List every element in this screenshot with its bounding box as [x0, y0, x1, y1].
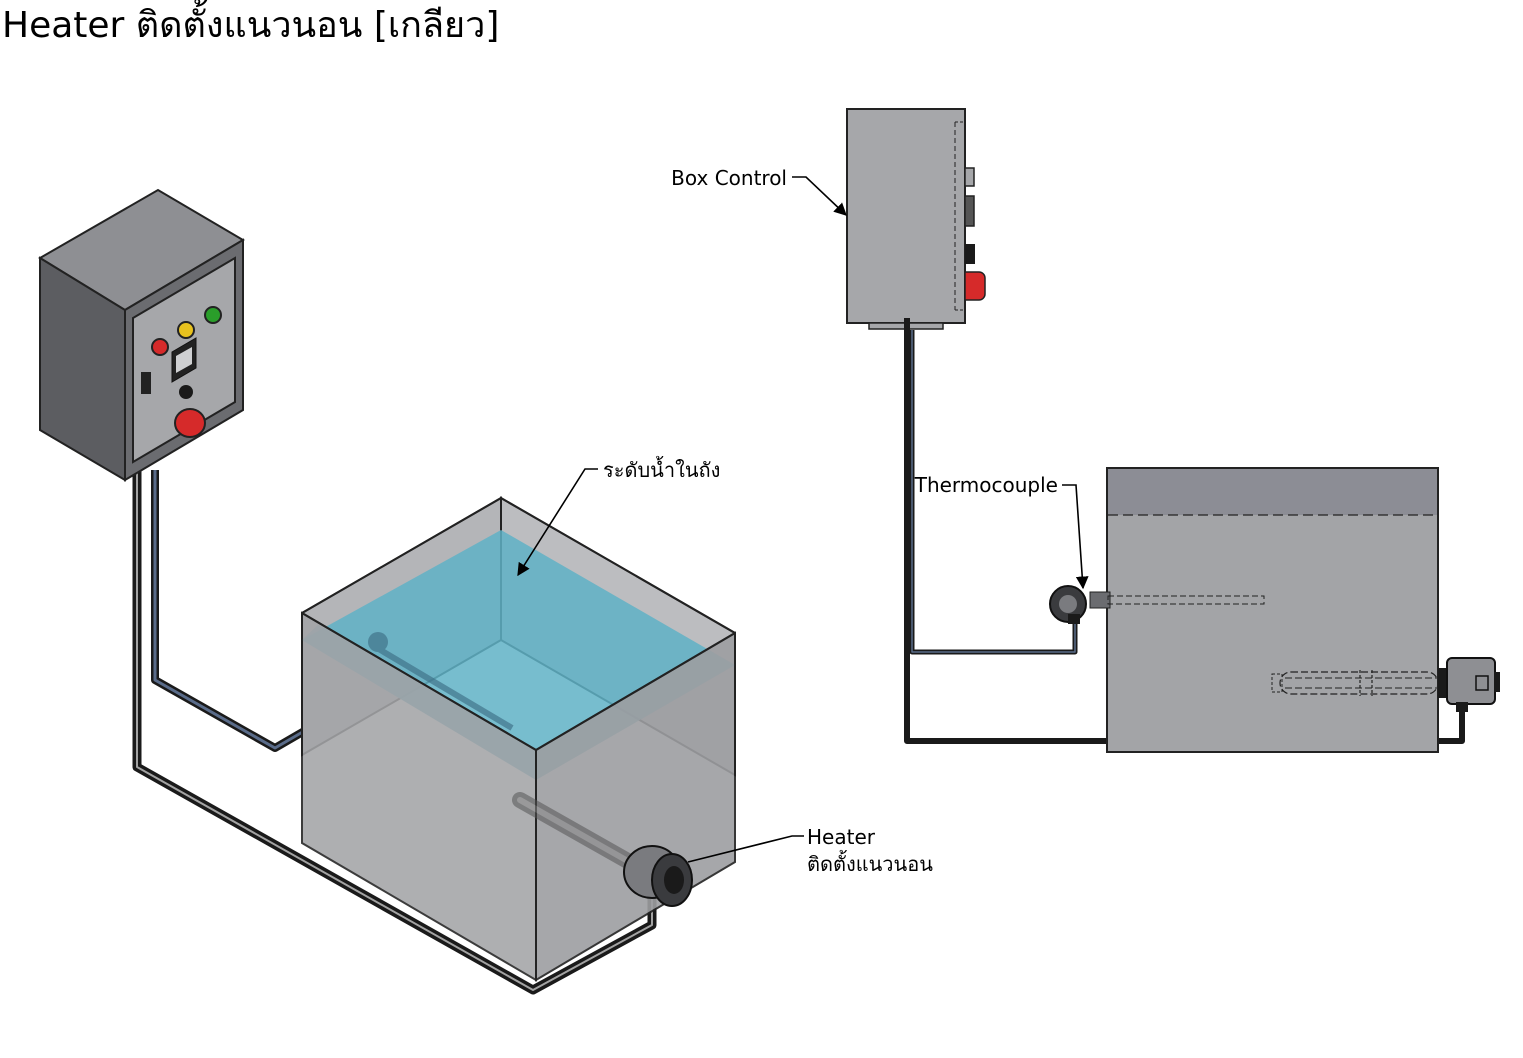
side-lamp-icon: [964, 167, 975, 187]
emergency-stop-button-icon: [174, 408, 206, 438]
thermocouple-probe-iso: [368, 632, 514, 731]
heater-head-iso: [623, 845, 693, 907]
tank-side: [1106, 467, 1439, 753]
heater-element-iso: [512, 792, 648, 876]
selector-knob-icon: [179, 385, 193, 399]
water-level-callout: ระดับน้ำในถัง: [517, 456, 720, 577]
heater-label-line2: ติดตั้งแนวนอน: [807, 850, 933, 876]
thermocouple-probe-side: [1049, 585, 1265, 624]
thermocouple-label: Thermocouple: [914, 473, 1058, 497]
thermocouple-callout: Thermocouple: [914, 473, 1089, 590]
control-box-side: [846, 108, 986, 330]
green-lamp-icon: [204, 306, 222, 324]
thermocouple-cable-right: [909, 330, 1078, 655]
switch-icon: [141, 372, 151, 394]
red-lamp-icon: [151, 338, 169, 356]
yellow-lamp-icon: [177, 321, 195, 339]
box-control-label: Box Control: [671, 166, 787, 190]
water-level-label: ระดับน้ำในถัง: [603, 456, 720, 482]
page-title: Heater ติดตั้งแนวนอน [เกลียว]: [2, 5, 500, 46]
side-knob-icon: [965, 244, 975, 264]
heater-head-side: [1438, 657, 1500, 712]
control-box-iso: [38, 188, 245, 482]
heater-label-line1: Heater: [807, 825, 876, 849]
box-control-callout: Box Control: [671, 166, 847, 216]
heater-cable-left: [132, 465, 657, 995]
display-screen: [176, 347, 192, 373]
tank-iso: [301, 496, 736, 982]
side-emergency-button-icon: [964, 271, 986, 301]
heater-callout: Heater ติดตั้งแนวนอน: [687, 825, 933, 876]
side-meter-icon: [964, 195, 975, 227]
